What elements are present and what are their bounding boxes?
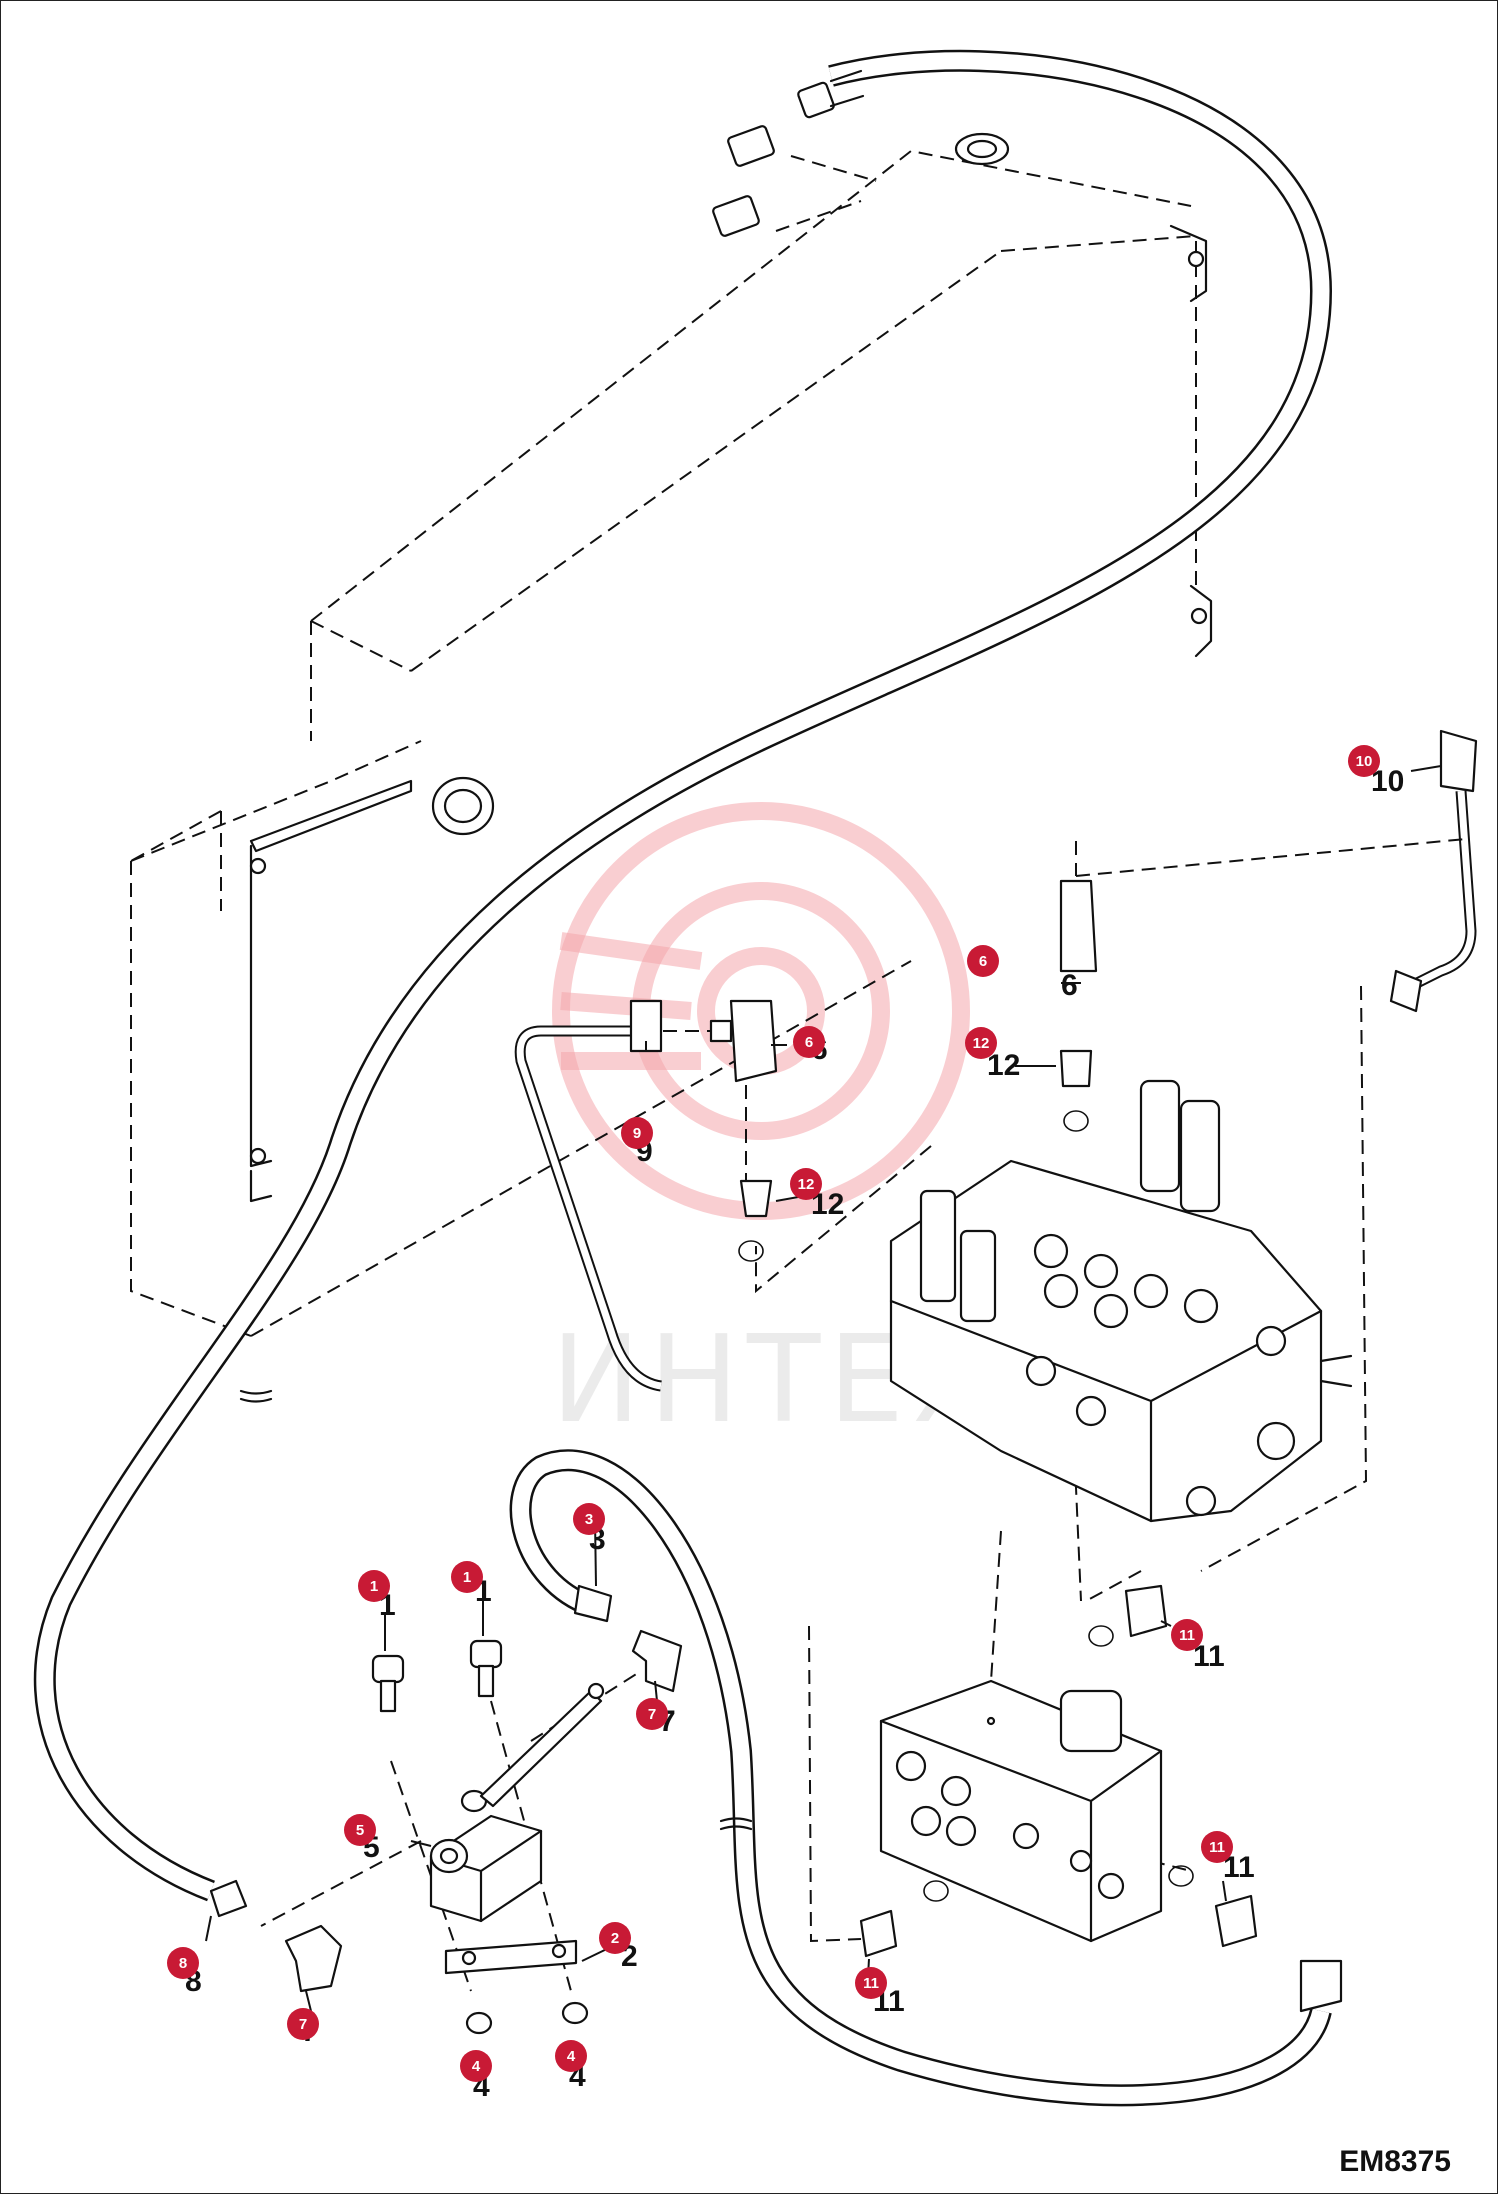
callout-7b: 7 bbox=[287, 2008, 319, 2040]
callout-12b: 12 bbox=[790, 1168, 822, 1200]
callout-7a: 7 bbox=[636, 1698, 668, 1730]
svg-text:11: 11 bbox=[1209, 1839, 1225, 1856]
callout-4a: 4 bbox=[460, 2050, 492, 2082]
drawing-code-label: EM8375 bbox=[1339, 2145, 1451, 2178]
top-fittings bbox=[712, 69, 865, 237]
svg-text:6: 6 bbox=[979, 953, 987, 970]
svg-text:7: 7 bbox=[648, 1706, 656, 1723]
callout-1a: 1 bbox=[358, 1570, 390, 1602]
ball-valve bbox=[429, 1682, 605, 1923]
hydraulic-tank bbox=[130, 132, 1213, 1337]
callout-11c: 11 bbox=[855, 1967, 887, 1999]
callout-3: 3 bbox=[573, 1503, 605, 1535]
callout-bubbles: 1 1 2 3 4 4 5 6 6 7 7 8 9 10 11 11 11 12… bbox=[167, 745, 1380, 2082]
svg-text:1: 1 bbox=[463, 1569, 471, 1586]
svg-text:4: 4 bbox=[472, 2058, 481, 2075]
svg-text:12: 12 bbox=[973, 1035, 990, 1052]
svg-text:9: 9 bbox=[633, 1125, 641, 1142]
svg-text:10: 10 bbox=[1356, 753, 1373, 770]
diverter-manifold bbox=[879, 1679, 1163, 1943]
svg-text:2: 2 bbox=[611, 1930, 619, 1947]
callout-11b: 11 bbox=[1201, 1831, 1233, 1863]
mounting-hardware bbox=[371, 1639, 589, 2035]
callout-12a: 12 bbox=[965, 1027, 997, 1059]
steel-tube-right bbox=[1408, 790, 1477, 991]
svg-text:8: 8 bbox=[179, 1955, 187, 1972]
svg-text:1: 1 bbox=[370, 1578, 378, 1595]
svg-text:4: 4 bbox=[567, 2048, 576, 2065]
callout-6a: 6 bbox=[967, 945, 999, 977]
svg-text:6: 6 bbox=[805, 1034, 813, 1051]
svg-text:7: 7 bbox=[299, 2016, 307, 2033]
control-valve bbox=[889, 1079, 1353, 1523]
callout-6b: 6 bbox=[793, 1026, 825, 1058]
part-label-6a: 6 bbox=[1061, 969, 1078, 1002]
svg-text:5: 5 bbox=[356, 1822, 364, 1839]
callout-11a: 11 bbox=[1171, 1619, 1203, 1651]
pressure-hose bbox=[509, 1449, 1332, 2107]
callout-2: 2 bbox=[599, 1922, 631, 1954]
callout-10: 10 bbox=[1348, 745, 1380, 777]
callout-1b: 1 bbox=[451, 1561, 483, 1593]
svg-text:3: 3 bbox=[585, 1511, 593, 1528]
callout-8: 8 bbox=[167, 1947, 199, 1979]
svg-text:11: 11 bbox=[1179, 1627, 1195, 1644]
callout-4b: 4 bbox=[555, 2040, 587, 2072]
svg-text:12: 12 bbox=[798, 1176, 815, 1193]
part-label-12a: 12 bbox=[987, 1049, 1020, 1082]
callout-5: 5 bbox=[344, 1814, 376, 1846]
callout-9: 9 bbox=[621, 1117, 653, 1149]
return-hose bbox=[33, 49, 1332, 1902]
svg-text:11: 11 bbox=[863, 1975, 879, 1992]
steel-tube-left bbox=[514, 1025, 663, 1392]
small-fittings bbox=[209, 729, 1478, 2013]
